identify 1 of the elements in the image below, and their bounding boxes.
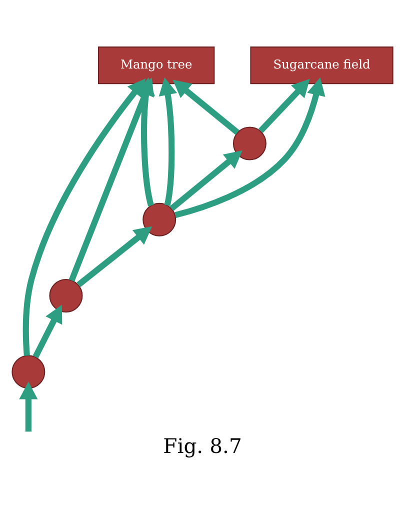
caption: Fig. 8.7 — [163, 433, 242, 458]
